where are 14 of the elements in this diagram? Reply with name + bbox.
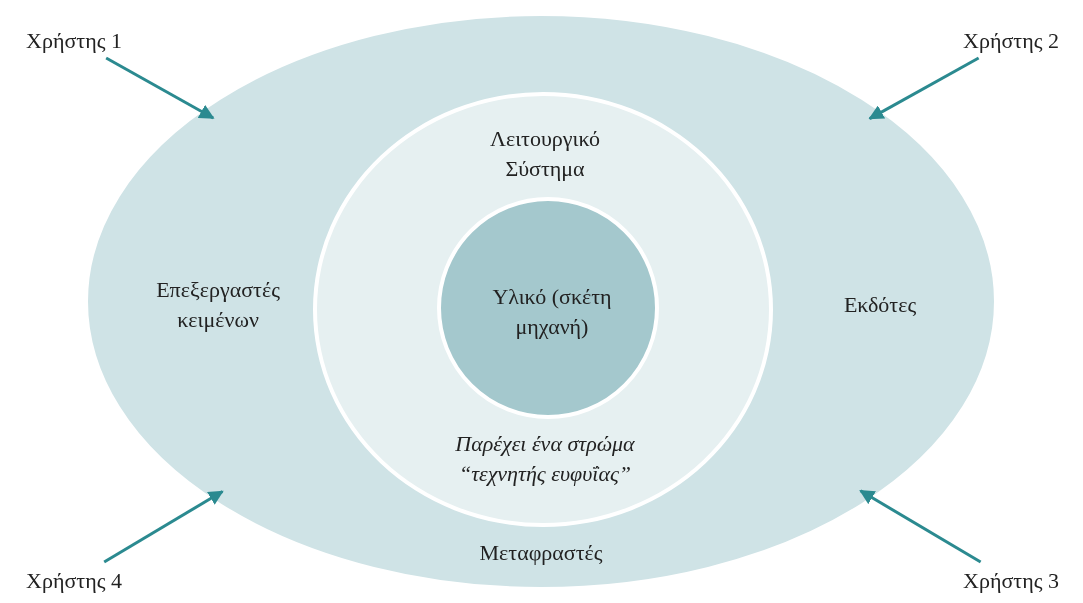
layer-label: Μεταφραστές (478, 539, 604, 567)
arrow (105, 56, 215, 120)
user-label: Χρήστης 4 (25, 566, 123, 595)
user-label: Χρήστης 2 (962, 26, 1060, 55)
arrow (868, 56, 980, 120)
user-label: Χρήστης 1 (25, 26, 123, 55)
description-text: Παρέχει ένα στρώμα “τεχνητής ευφυΐας” (454, 430, 636, 488)
user-label: Χρήστης 3 (962, 566, 1060, 595)
arrow (859, 489, 982, 564)
layer-label: Εκδότες (842, 291, 918, 319)
arrow (103, 490, 224, 564)
layer-label: Λειτουργικό Σύστημα (488, 125, 602, 183)
layer-label: Υλικό (σκέτη μηχανή) (491, 283, 613, 341)
layer-label: Επεξεργαστές κειμένων (155, 276, 281, 334)
